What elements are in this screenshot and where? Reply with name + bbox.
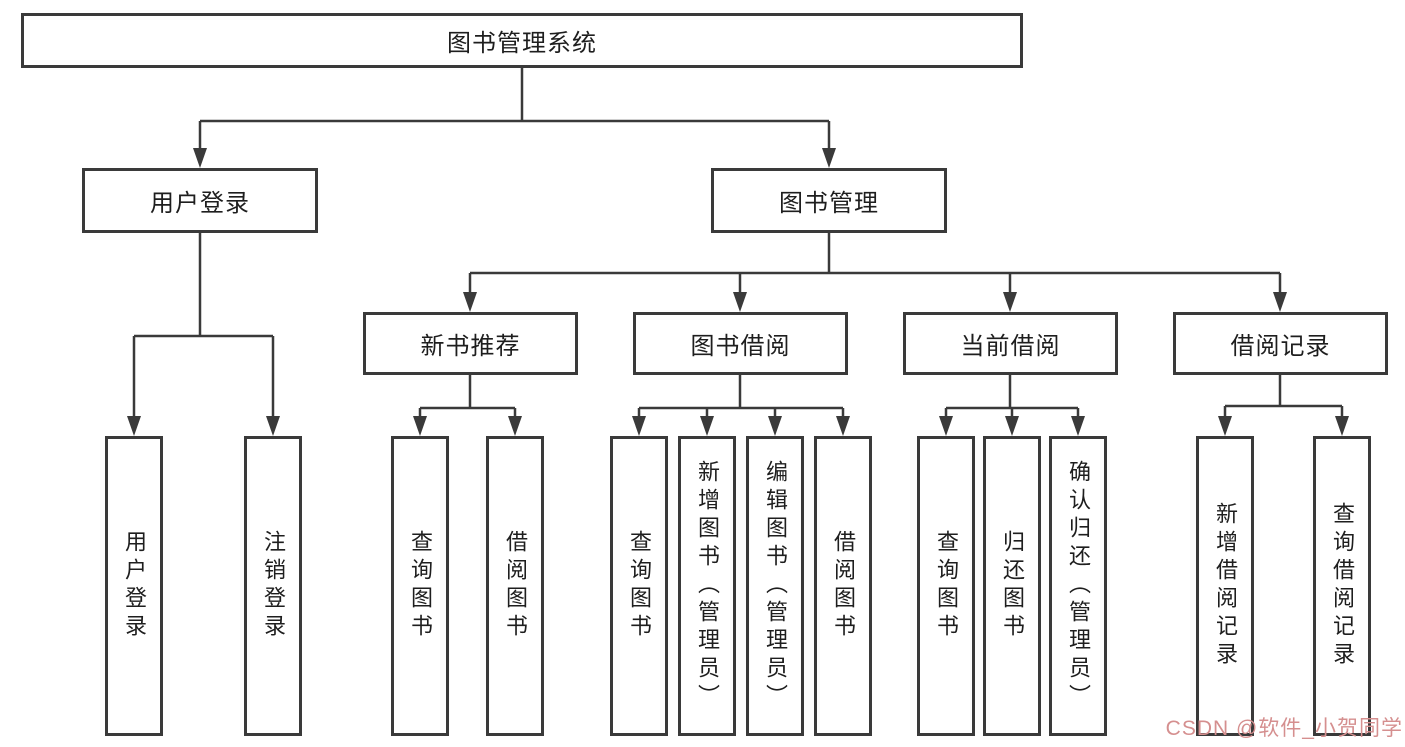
leaf-add-borrow-record: 新增借阅记录 xyxy=(1196,436,1254,736)
connector-path xyxy=(134,68,1342,410)
arrowheads xyxy=(127,148,1349,436)
leaf-edit-book-admin: 编辑图书（管理员） xyxy=(746,436,804,736)
node-current-borrowing: 当前借阅 xyxy=(903,312,1118,375)
arrowhead xyxy=(632,416,646,436)
csdn-watermark: CSDN @软件_小贺同学 xyxy=(1165,717,1403,740)
arrowhead xyxy=(413,416,427,436)
leaf-query-books-current: 查询图书 xyxy=(917,436,975,736)
arrowhead xyxy=(127,416,141,436)
arrowhead xyxy=(822,148,836,168)
leaf-borrow-books-recommend: 借阅图书 xyxy=(486,436,544,736)
arrowhead xyxy=(700,416,714,436)
arrowhead xyxy=(463,292,477,312)
arrowhead xyxy=(768,416,782,436)
arrowhead xyxy=(836,416,850,436)
arrowhead xyxy=(1005,416,1019,436)
leaf-confirm-return-admin: 确认归还（管理员） xyxy=(1049,436,1107,736)
leaf-logout: 注销登录 xyxy=(244,436,302,736)
node-new-book-recommendation: 新书推荐 xyxy=(363,312,578,375)
arrowhead xyxy=(1003,292,1017,312)
arrowhead xyxy=(733,292,747,312)
leaf-return-book: 归还图书 xyxy=(983,436,1041,736)
leaf-query-borrow-record: 查询借阅记录 xyxy=(1313,436,1371,736)
leaf-borrow-books: 借阅图书 xyxy=(814,436,872,736)
arrowhead xyxy=(508,416,522,436)
leaf-user-login: 用户登录 xyxy=(105,436,163,736)
leaf-add-book-admin: 新增图书（管理员） xyxy=(678,436,736,736)
leaf-query-books-borrow: 查询图书 xyxy=(610,436,668,736)
arrowhead xyxy=(1071,416,1085,436)
arrowhead xyxy=(266,416,280,436)
node-book-borrowing: 图书借阅 xyxy=(633,312,848,375)
leaf-query-books-recommend: 查询图书 xyxy=(391,436,449,736)
arrowhead xyxy=(1218,416,1232,436)
arrowhead xyxy=(1273,292,1287,312)
node-library-system: 图书管理系统 xyxy=(21,13,1023,68)
arrowhead xyxy=(193,148,207,168)
node-borrowing-records: 借阅记录 xyxy=(1173,312,1388,375)
node-user-login: 用户登录 xyxy=(82,168,318,233)
arrowhead xyxy=(1335,416,1349,436)
node-book-management: 图书管理 xyxy=(711,168,947,233)
arrowhead xyxy=(939,416,953,436)
